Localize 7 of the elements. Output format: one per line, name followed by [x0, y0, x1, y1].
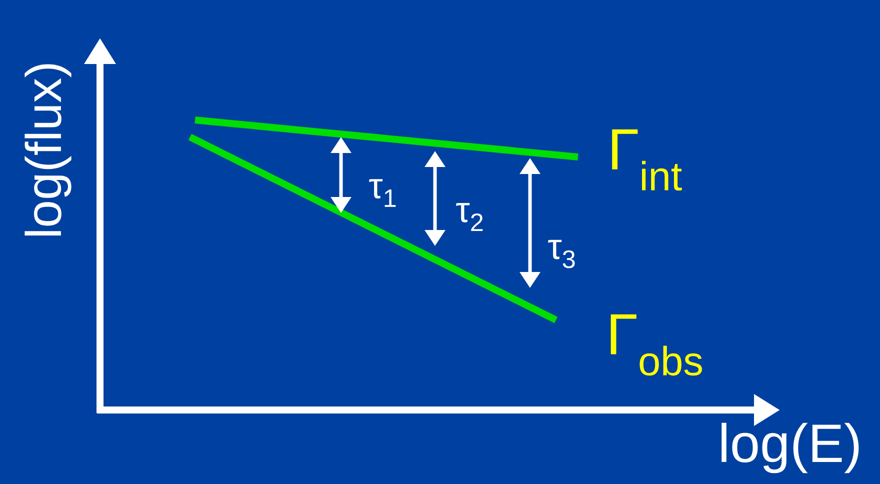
- tau-label: τ$_{2}$: [456, 202, 483, 232]
- line-label: Γ$_{obs}$: [610, 314, 702, 376]
- axis-label: log(flux): [24, 64, 72, 236]
- line-label: Γ$_{int}$: [612, 129, 682, 191]
- tau-label: τ$_{1}$: [369, 179, 396, 207]
- tau-label: τ$_{3}$: [548, 240, 575, 268]
- axis-label: log(E): [722, 422, 859, 474]
